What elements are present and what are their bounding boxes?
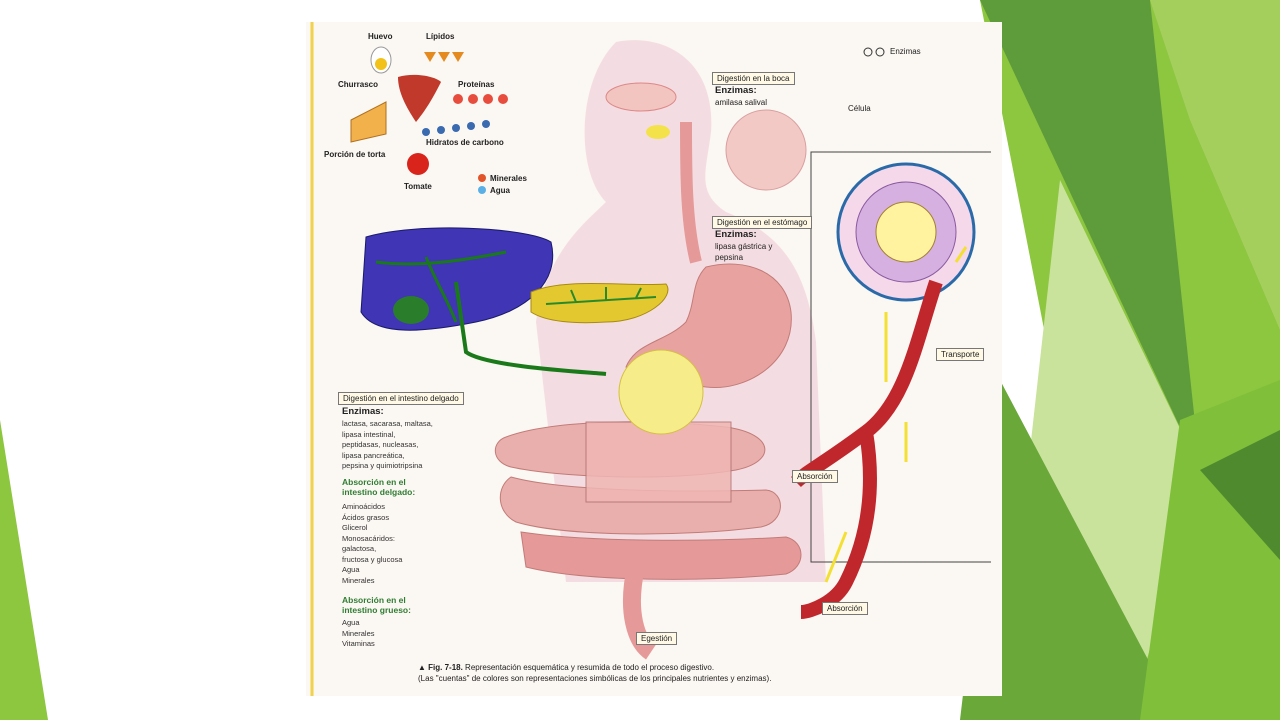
caption-marker: ▲ Fig. 7-18. [418, 663, 463, 672]
intestino-enzimas-list: lactasa, sacarasa, maltasa, lipasa intes… [342, 419, 433, 470]
label-hidratos: Hidratos de carbono [426, 138, 504, 147]
abs-grueso-title: Absorción en el intestino grueso: [342, 595, 411, 615]
label-churrasco: Churrasco [338, 80, 379, 89]
caption-line2: (Las "cuentas" de colores son representa… [418, 674, 772, 683]
label-tomate: Tomate [404, 182, 432, 191]
box-digestion-estomago: Digestión en el estómago [712, 216, 813, 229]
label-huevo: Huevo [368, 32, 393, 41]
abs-delgado-list: Aminoácidos Ácidos grasos Glicerol Monos… [342, 502, 403, 585]
box-transporte: Transporte [936, 348, 985, 361]
estomago-enzimas-label: Enzimas: [715, 229, 757, 240]
box-digestion-boca: Digestión en la boca [712, 72, 795, 85]
label-torta: Porción de torta [324, 150, 386, 159]
digestive-diagram: Huevo Lípidos Churrasco Proteínas Hidrat… [306, 22, 1002, 696]
intestino-enzimas-label: Enzimas: [342, 406, 384, 417]
label-minerales: Minerales [490, 174, 527, 183]
diagram-graphics [310, 22, 991, 696]
estomago-enzimas-1: lipasa gástrica y [715, 242, 773, 251]
box-digestion-intestino: Digestión en el intestino delgado [338, 392, 464, 405]
label-lipidos: Lípidos [426, 32, 455, 41]
abs-grueso-list: Agua Minerales Vitaminas [342, 618, 375, 648]
box-egestion: Egestión [636, 632, 678, 645]
estomago-enzimas-2: pepsina [715, 253, 744, 262]
label-enzimas: Enzimas [890, 47, 921, 56]
label-proteinas: Proteínas [458, 80, 495, 89]
box-absorcion-2: Absorción [822, 602, 868, 615]
figure-caption: ▲ Fig. 7-18. Representación esquemática … [418, 662, 771, 684]
label-celula: Célula [848, 104, 871, 113]
label-agua: Agua [490, 186, 510, 195]
caption-line1: Representación esquemática y resumida de… [462, 663, 715, 672]
boca-enzimas: amilasa salival [715, 98, 768, 107]
abs-delgado-title: Absorción en el intestino delgado: [342, 477, 416, 497]
boca-enzimas-label: Enzimas: [715, 85, 757, 96]
box-absorcion-1: Absorción [792, 470, 838, 483]
